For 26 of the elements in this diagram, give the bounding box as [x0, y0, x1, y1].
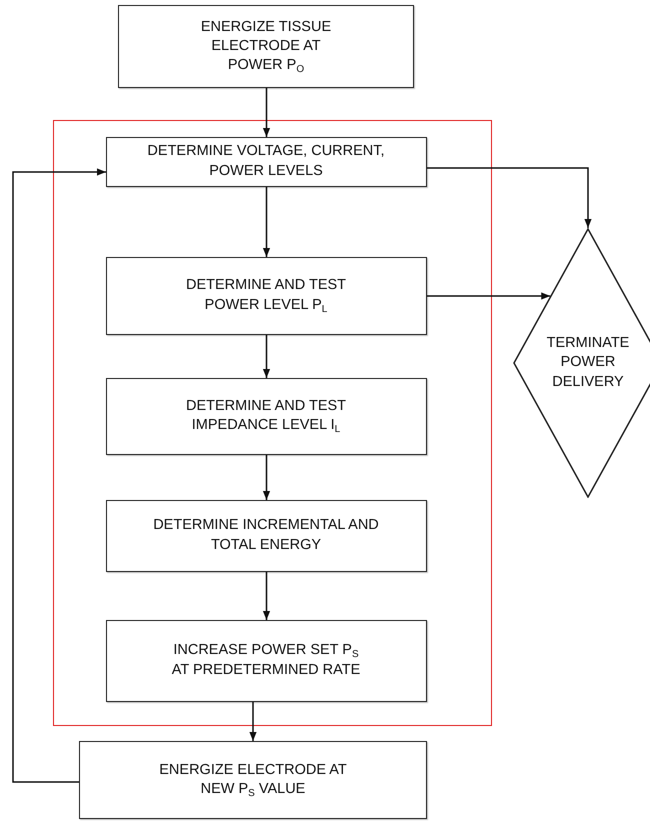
arrow	[249, 702, 257, 741]
arrow	[262, 187, 270, 257]
step-text: INCREASE POWER SET P$_{S}$ AT PREDETERMINED RATE	[171, 641, 361, 680]
step-text: DETERMINE VOLTAGE, CURRENT, POWER LEVELS	[146, 142, 386, 180]
process-box	[118, 5, 414, 88]
arrow	[12, 168, 106, 783]
process-box	[106, 620, 426, 702]
step-text: DETERMINE INCREMENTAL AND TOTAL ENERGY	[152, 516, 380, 554]
process-box	[79, 741, 427, 819]
arrow	[262, 572, 270, 620]
step-text: DETERMINE AND TEST IMPEDANCE LEVEL I$_{L}$	[184, 396, 348, 436]
decision-diamond	[513, 228, 650, 498]
arrow	[427, 292, 550, 300]
process-box	[106, 136, 426, 186]
step-text: DETERMINE AND TEST POWER LEVEL P$_{L}$	[184, 276, 348, 315]
step-text: TERMINATE POWER DELIVERY	[546, 334, 630, 392]
step-text: ENERGIZE TISSUE ELECTRODE AT POWER P$_{O}$	[200, 18, 332, 76]
process-box	[106, 378, 426, 454]
arrow	[427, 167, 592, 228]
arrow	[262, 335, 270, 378]
arrow	[262, 455, 270, 500]
group-frame	[53, 120, 492, 726]
process-box	[106, 500, 426, 572]
step-text: ENERGIZE ELECTRODE AT NEW P$_{S}$ VALUE	[158, 760, 348, 800]
arrow	[262, 88, 270, 137]
process-box	[106, 256, 426, 334]
